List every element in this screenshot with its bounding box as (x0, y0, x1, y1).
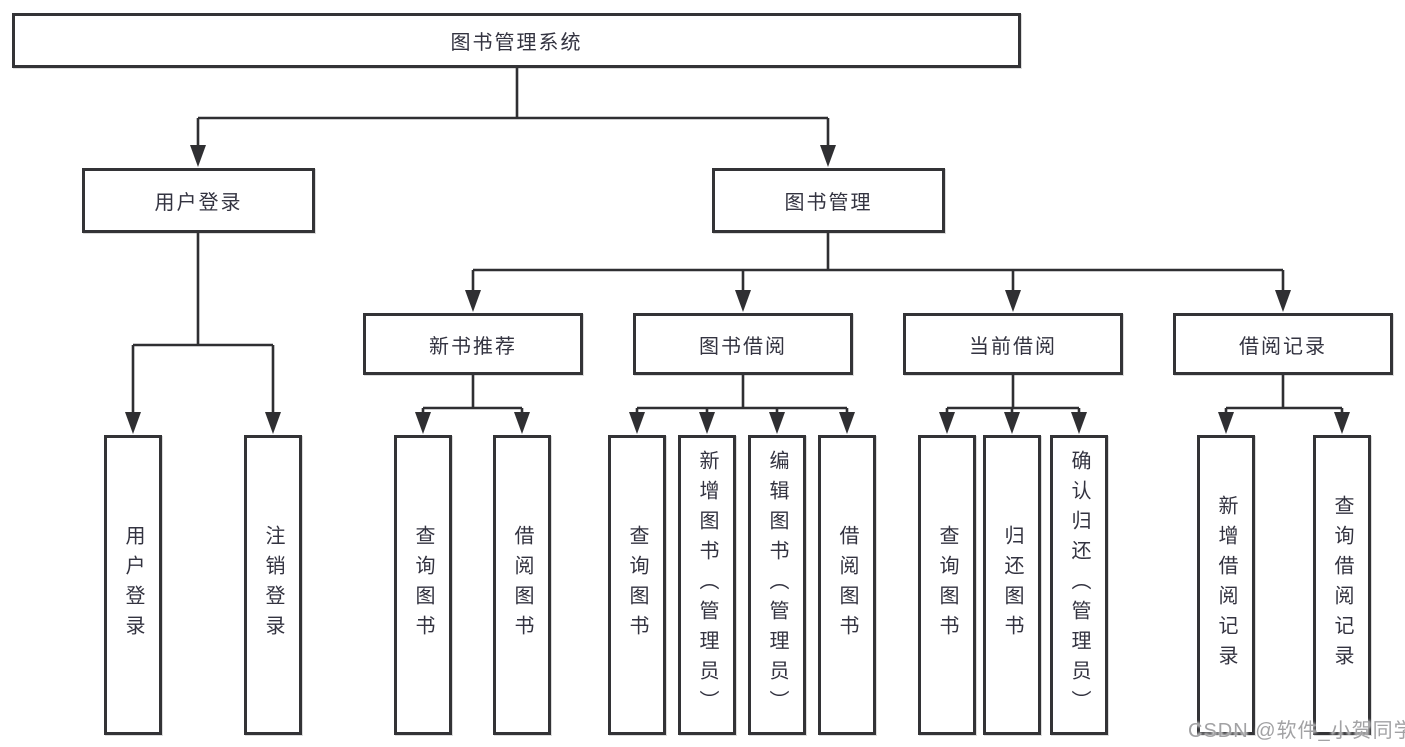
node-leaf-add-book-admin: 新增图书（管理员） (678, 435, 736, 735)
node-book-management: 图书管理 (712, 168, 945, 233)
connector-root-to-level2 (196, 68, 830, 150)
node-leaf-borrow-book-2: 借阅图书 (818, 435, 876, 735)
connector-current-to-leaves (945, 375, 1081, 417)
node-library-system: 图书管理系统 (12, 13, 1021, 68)
arrowheads (125, 145, 1350, 434)
node-current-borrowing: 当前借阅 (903, 313, 1123, 375)
node-leaf-query-book-1: 查询图书 (394, 435, 452, 735)
node-user-login: 用户登录 (82, 168, 315, 233)
connector-bookmgmt-to-level3 (471, 233, 1285, 295)
node-new-book-recommend: 新书推荐 (363, 313, 583, 375)
node-borrowing-records: 借阅记录 (1173, 313, 1393, 375)
node-leaf-confirm-return-admin: 确认归还（管理员） (1050, 435, 1108, 735)
node-leaf-query-borrow-record: 查询借阅记录 (1313, 435, 1371, 735)
node-leaf-user-login: 用户登录 (104, 435, 162, 735)
connector-record-to-leaves (1224, 375, 1344, 417)
connector-newbook-to-leaves (421, 375, 524, 417)
node-leaf-borrow-book-1: 借阅图书 (493, 435, 551, 735)
node-leaf-logout: 注销登录 (244, 435, 302, 735)
node-leaf-return-book: 归还图书 (983, 435, 1041, 735)
node-book-borrowing: 图书借阅 (633, 313, 853, 375)
node-leaf-edit-book-admin: 编辑图书（管理员） (748, 435, 806, 735)
watermark: CSDN @软件_小贺同学 (1188, 720, 1405, 742)
node-leaf-query-book-2: 查询图书 (608, 435, 666, 735)
node-leaf-query-book-3: 查询图书 (918, 435, 976, 735)
node-leaf-add-borrow-record: 新增借阅记录 (1197, 435, 1255, 735)
connector-userlogin-to-leaves (131, 233, 275, 416)
connector-borrow-to-leaves (635, 375, 849, 417)
